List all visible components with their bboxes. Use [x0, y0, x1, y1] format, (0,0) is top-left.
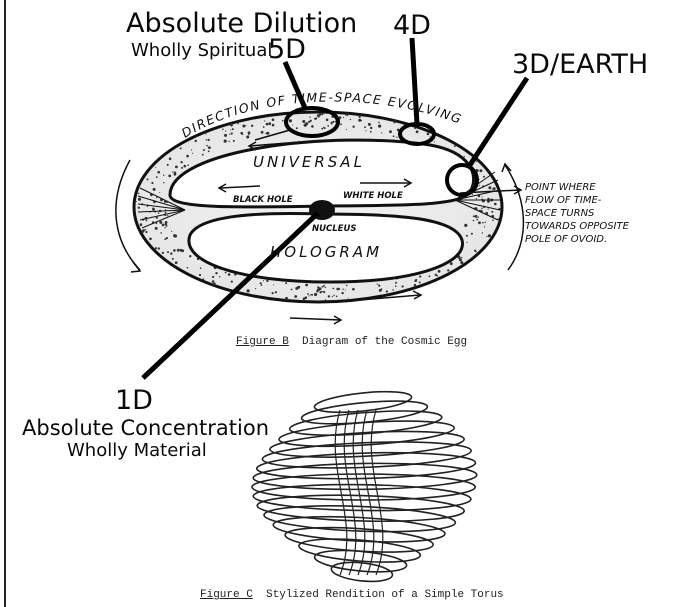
universal-label: UNIVERSAL [253, 153, 365, 171]
concentration-title: Absolute Concentration [22, 416, 269, 440]
note-line: SPACE TURNS [525, 207, 629, 220]
note-line: TOWARDS OPPOSITE [525, 220, 629, 233]
note-line: POLE OF OVOID. [525, 233, 629, 246]
label-5d: 5D [268, 34, 306, 65]
figure-b-caption: Figure B Diagram of the Cosmic Egg [236, 336, 467, 348]
figure-b-text: Diagram of the Cosmic Egg [302, 336, 467, 348]
point-where-note: POINT WHERE FLOW OF TIME- SPACE TURNS TO… [525, 181, 629, 246]
figure-c-text: Stylized Rendition of a Simple Torus [266, 589, 504, 601]
white-hole-label: WHITE HOLE [343, 191, 403, 201]
label-3d-earth: 3D/EARTH [512, 49, 648, 80]
note-line: POINT WHERE [525, 181, 629, 194]
black-hole-label: BLACK HOLE [233, 195, 293, 205]
label-4d: 4D [393, 10, 431, 41]
hologram-label: HOLOGRAM [270, 243, 382, 261]
nucleus-label: NUCLEUS [312, 224, 357, 234]
label-1d: 1D [115, 385, 153, 416]
concentration-subtitle: Wholly Material [67, 440, 207, 461]
cosmic-egg [116, 112, 524, 324]
note-line: FLOW OF TIME- [525, 194, 629, 207]
pointer-line-3d [468, 78, 527, 168]
figure-b-label: Figure B [236, 336, 289, 348]
figure-c-caption: Figure C Stylized Rendition of a Simple … [200, 589, 504, 601]
torus-figure [252, 388, 477, 584]
figure-c-label: Figure C [200, 589, 253, 601]
dilution-subtitle: Wholly Spiritual [131, 40, 272, 61]
dilution-title: Absolute Dilution [126, 8, 357, 39]
